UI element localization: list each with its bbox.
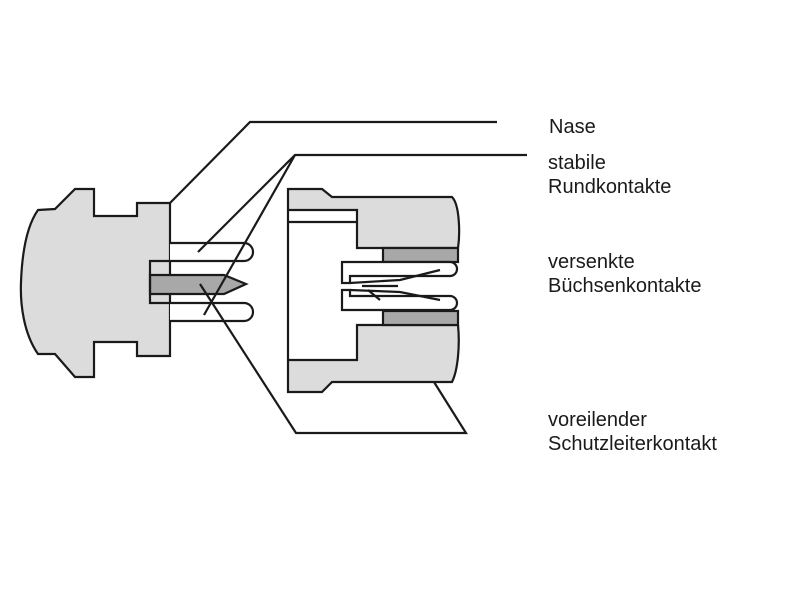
- socket-band-top: [381, 246, 460, 264]
- label-stabile-line2: Rundkontakte: [548, 176, 672, 198]
- socket-band-bottom: [381, 309, 460, 327]
- bushing-spring-lower: [349, 288, 441, 302]
- bushing-contact-upper: [340, 260, 459, 285]
- label-voreilender-schutzleiterkontakt: voreilender Schutzleiterkontakt: [548, 408, 717, 456]
- leader-line-nase: [169, 120, 497, 204]
- label-versenkte-buechsenkontakte: versenkte Büchsenkontakte: [548, 250, 701, 298]
- bushing-spring-hook: [367, 289, 381, 301]
- bushing-contact-lower: [340, 288, 459, 312]
- label-stabile-rundkontakte: stabile Rundkontakte: [548, 151, 671, 199]
- label-nase-text: Nase: [549, 116, 596, 138]
- lower-round-pin: [170, 301, 255, 323]
- leader-line-stabile: [197, 153, 527, 316]
- label-voreilender-line2: Schutzleiterkontakt: [548, 433, 717, 455]
- label-stabile-line1: stabile: [548, 152, 606, 174]
- earth-pin: [148, 273, 249, 296]
- leader-line-schutzleiter: [199, 283, 468, 435]
- label-nase: Nase: [549, 115, 596, 139]
- label-versenkte-line1: versenkte: [548, 251, 635, 273]
- bushing-spring-upper: [349, 268, 441, 285]
- plug-body: [19, 187, 172, 379]
- socket-body: [286, 187, 461, 394]
- label-voreilender-line1: voreilender: [548, 409, 647, 431]
- earth-pin-frame: [148, 259, 170, 305]
- label-versenkte-line2: Büchsenkontakte: [548, 275, 702, 297]
